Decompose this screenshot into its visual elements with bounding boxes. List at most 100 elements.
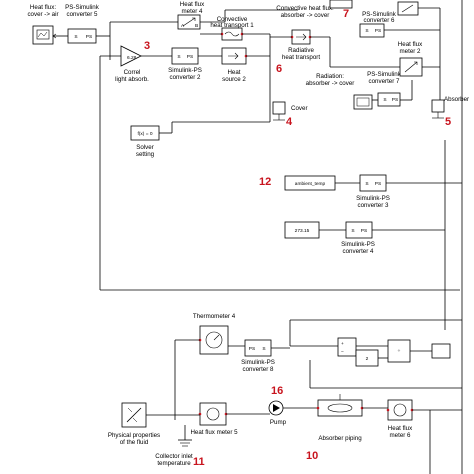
pump[interactable]: [268, 400, 284, 416]
annotation-10: 10: [306, 450, 318, 462]
collector-inlet-label-2: temperature: [157, 460, 191, 467]
simulink-ps-converter-2-label-2: converter 2: [170, 74, 202, 81]
cover-label: Cover: [291, 105, 308, 112]
cover-mass[interactable]: [272, 101, 286, 121]
sum-plus-sign: +: [341, 342, 344, 347]
solver-configuration[interactable]: f(x) = 0: [130, 125, 160, 141]
radiation-label-2: absorber -> cover: [306, 80, 355, 87]
converter-2-port-s: S: [177, 54, 180, 60]
convective-heat-flux-label-2: absorber -> cover: [281, 12, 330, 19]
heat-source-2-label-2: source 2: [222, 76, 246, 83]
heat-flux-meter-4[interactable]: A B: [177, 14, 201, 30]
simulink-ps-converter-4[interactable]: S PS: [345, 221, 373, 239]
radiative-heat-transport[interactable]: [290, 29, 312, 45]
absorber-mass[interactable]: [431, 99, 445, 119]
heat-flux-meter-2[interactable]: [399, 57, 423, 77]
constant-2[interactable]: 2: [355, 349, 379, 367]
absorber-label: Absorber: [444, 96, 469, 103]
converter-6-port-s: S: [365, 28, 368, 34]
converter-5-port-s: S: [74, 34, 77, 40]
annotation-12: 12: [259, 176, 271, 188]
scope-radiation[interactable]: [353, 94, 373, 110]
heat-flux-meter-4-label-2: meter 4: [182, 8, 204, 15]
gain-value: 6.28: [127, 55, 137, 61]
constant-273-value: 273.15: [295, 228, 310, 234]
solver-label-2: setting: [136, 151, 155, 158]
simulink-ps-converter-8-label: Simulink-PS: [241, 359, 275, 366]
heat-flux-meter-2-label-2: meter 2: [400, 48, 422, 55]
ps-simulink-converter-6[interactable]: S PS: [359, 23, 385, 38]
simulink-ps-converter-8-label-2: converter 8: [243, 366, 275, 373]
collector-inlet-label: Collector inlet: [155, 453, 193, 460]
ps-simulink-converter-7-label: PS-Simulink: [367, 71, 402, 78]
scope-heat-flux-cover-air[interactable]: [32, 25, 54, 45]
annotation-5: 5: [445, 116, 451, 128]
ps-simulink-converter-6-label-2: converter 6: [364, 17, 396, 24]
sum-block[interactable]: + −: [337, 337, 357, 357]
thermometer-4[interactable]: [198, 325, 229, 355]
heat-flux-meter-3[interactable]: [397, 1, 419, 16]
converter-8-port-ps: PS: [249, 346, 255, 352]
simulink-ps-converter-2[interactable]: S PS: [171, 47, 199, 65]
convective-heat-flux-label: Convective heat flux:: [276, 5, 334, 12]
simulink-ps-converter-3-label: Simulink-PS: [356, 195, 390, 202]
convective-heat-transport-1-label: Convective: [217, 16, 248, 23]
gain-correl-light-absorb[interactable]: 6.28: [120, 45, 142, 67]
annotation-3: 3: [144, 40, 150, 52]
heat-flux-meter-6-label: Heat flux: [388, 425, 413, 432]
converter-4-port-s: S: [351, 228, 354, 234]
converter-7-port-s: S: [383, 97, 386, 103]
annotation-4: 4: [286, 116, 293, 128]
simulink-ps-converter-8[interactable]: PS S: [244, 339, 272, 357]
gain-correl-label-2: light absorb.: [115, 76, 149, 83]
heat-flux-meter-5-label: Heat flux meter 5: [190, 429, 238, 436]
converter-6-port-ps: PS: [375, 28, 381, 34]
sum-minus-sign: −: [341, 350, 344, 355]
radiative-heat-transport-label-2: heat transport: [282, 54, 320, 61]
simulink-ps-converter-3[interactable]: S PS: [359, 174, 387, 192]
divide-block[interactable]: ÷: [387, 339, 411, 363]
converter-4-port-ps: PS: [361, 228, 367, 234]
solver-icon-text: f(x) = 0: [137, 131, 152, 137]
heat-flux-meter-5[interactable]: [198, 402, 228, 426]
converter-3-port-ps: PS: [375, 181, 381, 187]
thermometer-4-label: Thermometer 4: [193, 313, 236, 320]
heat-flux-meter-6[interactable]: [386, 399, 414, 421]
heat-source-2[interactable]: [221, 47, 248, 65]
from-ambient-temp[interactable]: ambient_temp: [284, 175, 336, 191]
fluid-properties[interactable]: [121, 402, 147, 428]
absorber-piping-label: Absorber piping: [318, 435, 362, 442]
radiation-label: Radiation:: [316, 73, 344, 80]
fluid-properties-label-2: of the fluid: [120, 439, 149, 446]
annotation-11: 11: [193, 456, 205, 468]
annotation-7: 7: [343, 8, 349, 20]
convective-heat-transport-1-label-2: heat transport 1: [210, 22, 254, 29]
heat-flux-meter-2-label: Heat flux: [398, 41, 423, 48]
simulink-ps-converter-4-label: Simulink-PS: [341, 241, 375, 248]
heat-flux-meter-4-label: Heat flux: [180, 1, 205, 8]
ps-simulink-converter-5-label-2: converter 5: [67, 11, 99, 18]
convective-heat-transport-1[interactable]: [220, 27, 244, 41]
constant-273[interactable]: 273.15: [284, 221, 320, 239]
converter-8-port-s: S: [262, 346, 265, 352]
meter-4-port-b: B: [195, 23, 198, 29]
fluid-properties-label: Physical properties: [108, 432, 160, 439]
meter-4-port-a: A: [181, 23, 185, 29]
absorber-piping[interactable]: [316, 394, 364, 417]
collector-inlet-reservoir[interactable]: [178, 425, 192, 447]
divide-sign: ÷: [398, 349, 401, 354]
converter-3-port-s: S: [365, 181, 368, 187]
annotation-6: 6: [276, 63, 282, 75]
converter-5-port-ps: PS: [86, 34, 92, 40]
converter-2-port-ps: PS: [187, 54, 193, 60]
scope-convective-heat-flux[interactable]: [329, 0, 353, 9]
annotation-16: 16: [271, 385, 283, 397]
ps-simulink-converter-5[interactable]: S PS: [67, 28, 97, 44]
solver-label: Solver: [136, 144, 154, 151]
display-output[interactable]: [431, 343, 451, 359]
ps-simulink-converter-7[interactable]: S PS: [377, 92, 401, 107]
converter-7-port-ps: PS: [392, 97, 398, 103]
radiative-heat-transport-label: Radiative: [288, 47, 314, 54]
scope-heat-flux-cover-air-label-2: cover -> air: [27, 11, 58, 18]
